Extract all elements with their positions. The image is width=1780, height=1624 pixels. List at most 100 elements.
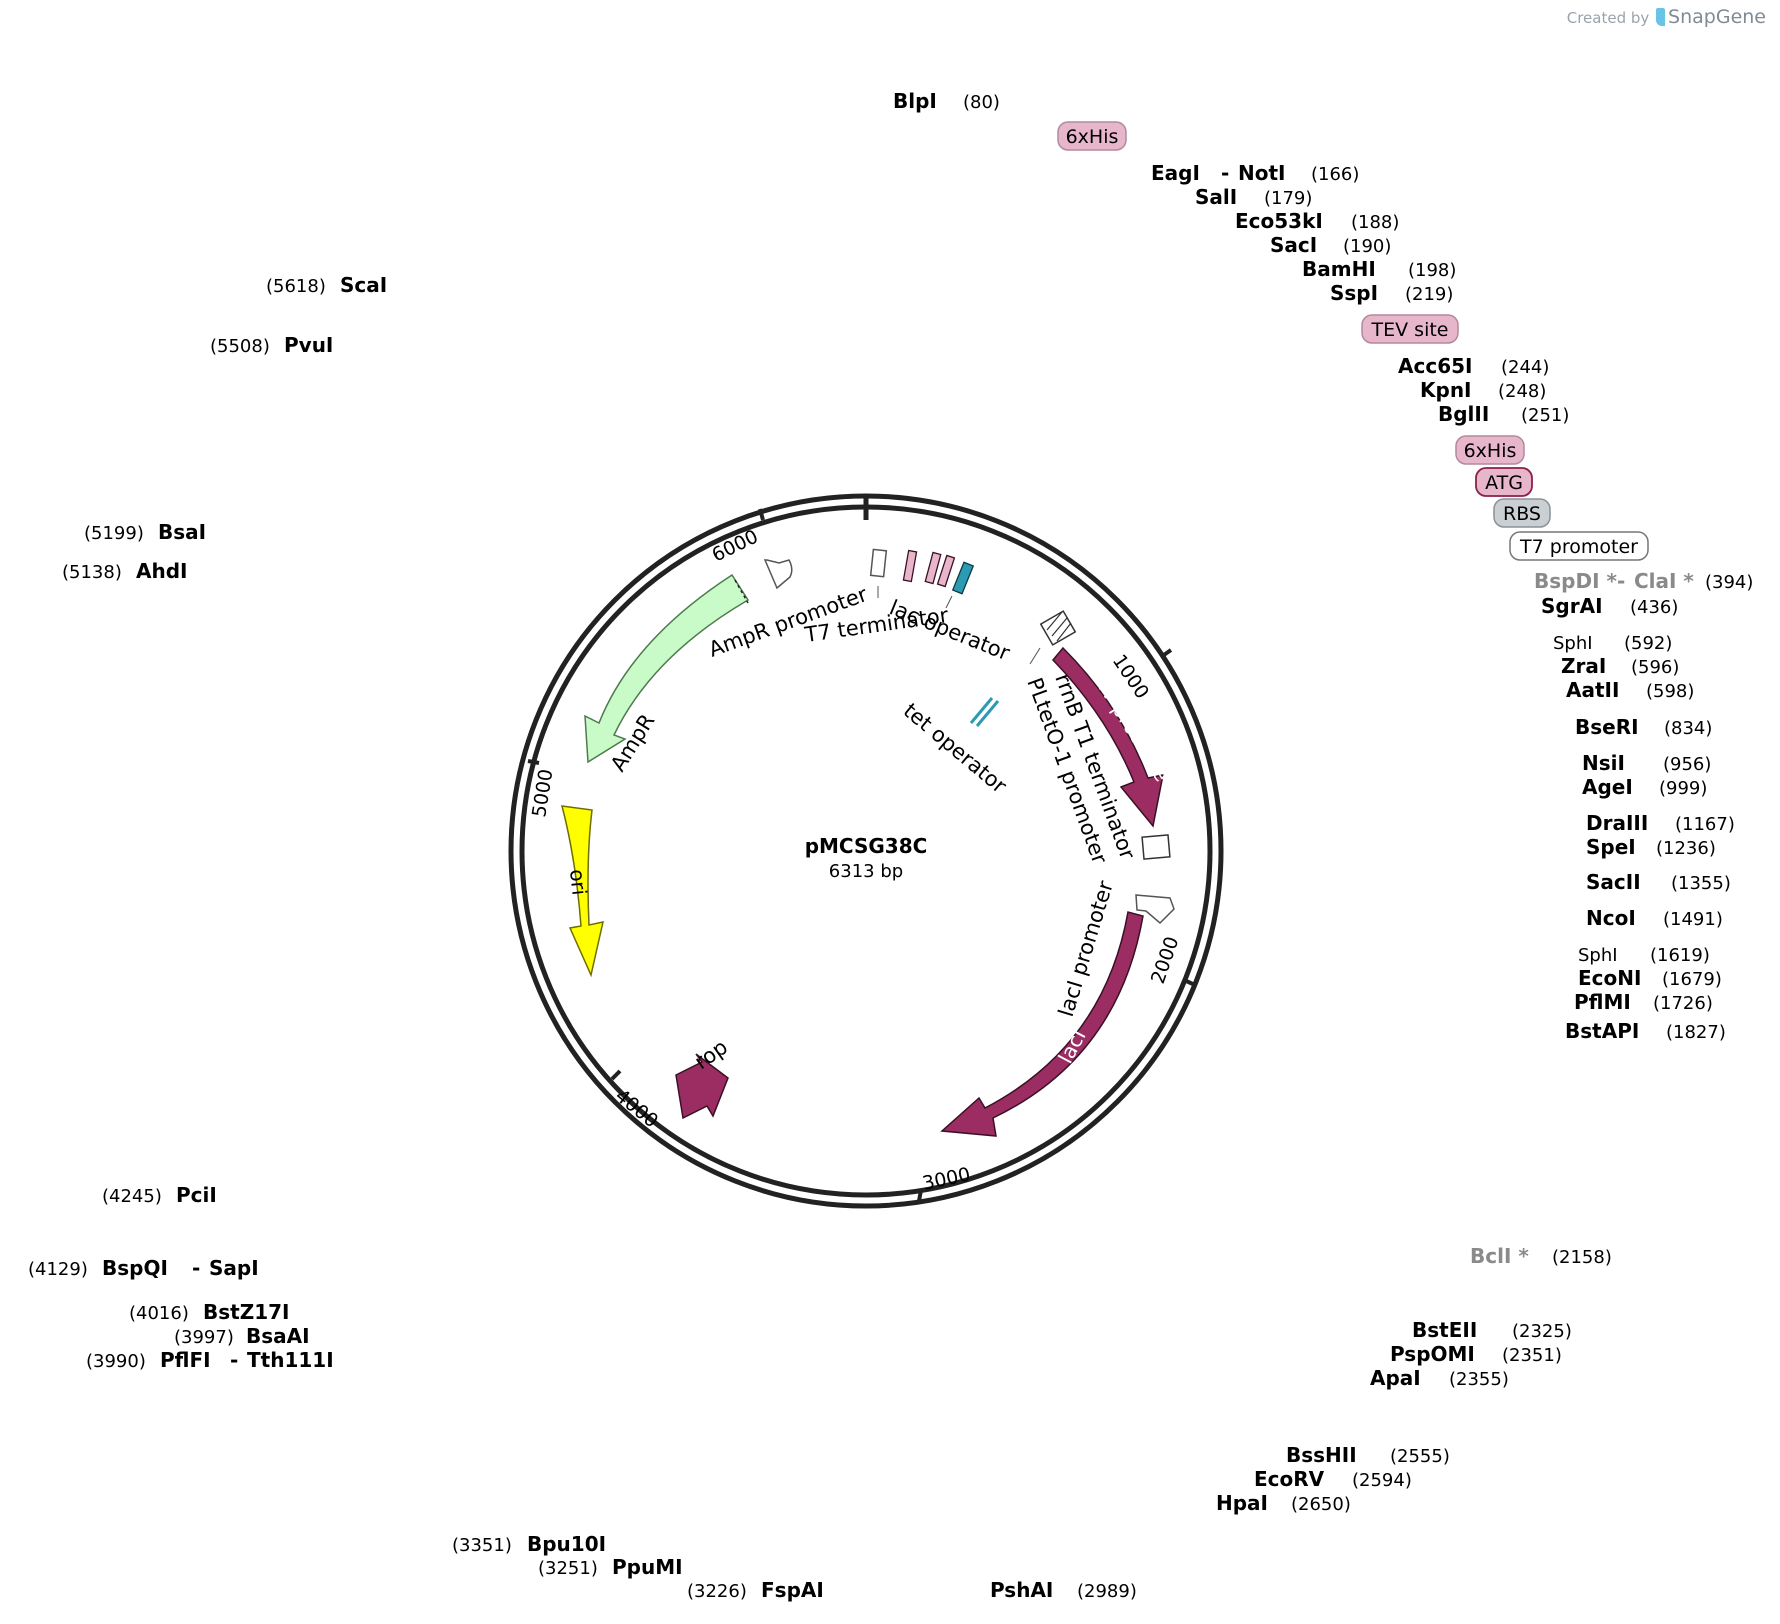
enzyme-bpu10i: Bpu10I [527, 1532, 606, 1556]
tick-2000-mark [1183, 978, 1196, 987]
enzyme-bglii-pos: (251) [1521, 405, 1569, 426]
plasmid-name: pMCSG38C [805, 834, 928, 858]
feature-tags: 6xHis TEV site 6xHis ATG RBS T7 promoter [1057, 121, 1649, 561]
ppumi-connector [702, 1214, 825, 1545]
agei-connector [1172, 648, 1582, 788]
enzyme-scai: ScaI [340, 273, 387, 297]
enzyme-bcli: BclI * [1470, 1244, 1529, 1268]
tick-3000-mark [917, 1189, 923, 1202]
lac-operator-leader [945, 595, 953, 609]
enzyme-pspomi-pos: (2351) [1502, 1345, 1562, 1366]
sali-connector [927, 206, 1190, 479]
enzyme-saci-pos: (190) [1343, 236, 1391, 257]
enzyme-kpni-pos: (248) [1498, 381, 1546, 402]
sphi1-connector [1090, 548, 1547, 641]
tag-rbs: RBS [1493, 498, 1551, 528]
enzyme-aatii-pos: (598) [1646, 681, 1694, 702]
tag-t7-promoter: T7 promoter [1509, 531, 1649, 561]
enzyme-eco53ki-pos: (188) [1351, 212, 1399, 233]
enzyme-bsshii-pos: (2555) [1390, 1446, 1450, 1467]
enzyme-sacii: SacII [1586, 870, 1641, 894]
bspqi-connector [278, 1078, 585, 1266]
enzyme-noti: NotI [1238, 161, 1285, 185]
kpni-connector [955, 397, 1408, 487]
enzyme-spei-pos: (1236) [1656, 838, 1716, 859]
tev-feature [924, 551, 942, 585]
bamhi-connector [935, 278, 1298, 482]
enzyme-pvui-pos: (5508) [210, 336, 270, 357]
eco53ki-connector [929, 230, 1232, 480]
lac-operator-feature [951, 561, 975, 595]
enzyme-sspi-pos: (219) [1405, 284, 1453, 305]
enzyme-bspqi-pos: (4129) [28, 1259, 88, 1280]
enzyme-ecorv: EcoRV [1254, 1467, 1325, 1491]
credit-prefix: Created by [1566, 9, 1650, 27]
enzyme-pcii: PciI [176, 1183, 217, 1207]
enzyme-tth111i: Tth111I [247, 1348, 334, 1372]
credit-brand: SnapGene [1668, 6, 1766, 28]
aatii-connector [1098, 552, 1561, 690]
svg-text:ATG: ATG [1485, 472, 1523, 494]
pshai-connector [930, 1208, 988, 1570]
enzyme-clai: ClaI * [1634, 569, 1694, 593]
bstz17i-connector [314, 1086, 592, 1313]
enzyme-bstapi: BstAPI [1565, 1019, 1639, 1043]
sacii-connector [1220, 768, 1603, 884]
tag-atg: ATG [1475, 467, 1533, 497]
his2-feature [936, 554, 956, 588]
enzyme-ppumi: PpuMI [612, 1555, 683, 1579]
laci-arrow [940, 911, 1144, 1137]
scai-connector [406, 293, 636, 576]
enzyme-sspi: SspI [1330, 281, 1378, 305]
enzyme-bsai: BsaI [158, 520, 206, 544]
tag-6xhis-lower: 6xHis [1455, 435, 1525, 465]
svg-text:TEV site: TEV site [1371, 319, 1449, 341]
bsteii-connector [1138, 1090, 1414, 1335]
enzyme-spei: SpeI [1586, 835, 1636, 859]
saci-connector [932, 254, 1268, 481]
enzyme-bsteii-pos: (2325) [1512, 1321, 1572, 1342]
plasmid-size: 6313 bp [829, 861, 903, 882]
enzyme-pcii-pos: (4245) [102, 1186, 162, 1207]
enzyme-bamhi-pos: (198) [1408, 260, 1456, 281]
enzyme-ncoi-pos: (1491) [1663, 909, 1723, 930]
enzyme-pspomi: PspOMI [1390, 1342, 1475, 1366]
ori-arrow [560, 805, 604, 978]
his1-connector [914, 150, 1052, 478]
enzyme-pflmi-pos: (1726) [1653, 993, 1713, 1014]
enzyme-sacii-pos: (1355) [1671, 873, 1731, 894]
eagi-connector [922, 182, 1148, 478]
enzyme-scai-pos: (5618) [266, 276, 326, 297]
tvmv-protease-arrow [1051, 646, 1164, 828]
enzyme-zrai-pos: (596) [1631, 657, 1679, 678]
bsai-connector [228, 535, 540, 690]
ampr-promoter-arrow [763, 559, 793, 590]
enzyme-blpi: BlpI [893, 89, 937, 113]
enzyme-hpai-pos: (2650) [1291, 1494, 1351, 1515]
tet-operator-label: tet operator [899, 698, 1012, 798]
enzyme-bspqi-sep: - [192, 1256, 200, 1280]
enzyme-econi-pos: (1679) [1662, 969, 1722, 990]
enzyme-pflfi-pos: (3990) [86, 1351, 146, 1372]
enzyme-apai-pos: (2355) [1449, 1369, 1509, 1390]
enzyme-sgrai-pos: (436) [1630, 597, 1678, 618]
enzyme-bsaai: BsaAI [246, 1324, 310, 1348]
enzyme-apai: ApaI [1370, 1366, 1421, 1390]
svg-text:RBS: RBS [1503, 503, 1541, 525]
pcii-connector [232, 1020, 546, 1187]
enzyme-bglii: BglII [1438, 402, 1489, 426]
enzyme-fspai: FspAI [761, 1578, 824, 1602]
enzyme-bspdi-sep: - [1617, 569, 1625, 593]
rrnb-hatch [1046, 611, 1072, 642]
enzyme-sphi-2: SphI [1578, 945, 1618, 966]
enzyme-pflfi-sep: - [230, 1348, 238, 1372]
enzyme-bpu10i-pos: (3351) [452, 1535, 512, 1556]
pflmi-connector [1236, 902, 1582, 1003]
pspomi-connector [1123, 1100, 1390, 1359]
enzyme-pshai: PshAI [990, 1578, 1053, 1602]
enzyme-bamhi: BamHI [1302, 257, 1376, 281]
enzyme-eagi-sep: - [1221, 161, 1229, 185]
pvui-connector [350, 354, 603, 606]
enzyme-blpi-pos: (80) [963, 92, 1000, 113]
